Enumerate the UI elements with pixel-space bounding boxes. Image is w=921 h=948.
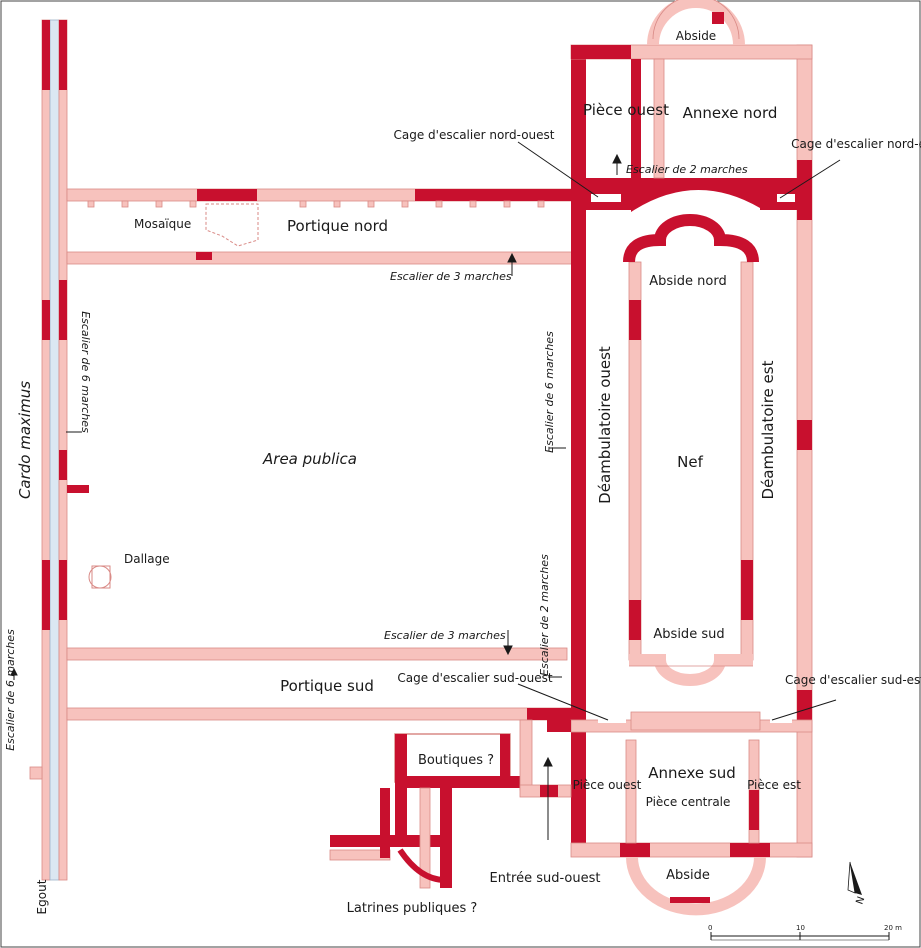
label-piece-ouest-sud: Pièce ouest [573,778,642,792]
label-nef: Nef [677,453,703,471]
apses [626,0,766,916]
label-escalier-3-top: Escalier de 3 marches [390,270,512,283]
label-portique-sud: Portique sud [280,677,374,695]
plan-labels: Abside Pièce ouest Annexe nord Cage d'es… [4,29,921,916]
label-piece-est: Pièce est [747,778,801,792]
label-mosaique: Mosaïque [134,217,191,231]
portique-sud-walls [66,647,573,721]
south-west-annexes [329,719,572,889]
label-escalier-6-mid: Escalier de 6 marches [543,331,556,453]
scale-tick-10: 10 [796,924,805,932]
label-cage-nord-ouest: Cage d'escalier nord-ouest [394,128,555,142]
leader-lines [10,141,841,840]
label-cage-sud-ouest: Cage d'escalier sud-ouest [397,671,552,685]
label-north: N [854,895,867,906]
north-arrow-icon [847,861,862,895]
label-escalier-3-bottom: Escalier de 3 marches [384,629,506,642]
label-annexe-sud: Annexe sud [648,764,736,782]
label-abside-top: Abside [676,29,716,43]
label-entree: Entrée sud-ouest [490,871,601,886]
label-escalier-6-far: Escalier de 6 marches [4,629,17,751]
label-egout: Egout [35,879,49,914]
label-abside-nord: Abside nord [649,274,726,289]
dallage-marking [88,565,112,589]
label-deambulatoire-est: Déambulatoire est [759,360,777,499]
nef-walls [623,214,759,686]
mosaic-outline [205,203,259,247]
label-dallage: Dallage [124,552,170,566]
label-latrines: Latrines publiques ? [347,901,478,916]
scale-bar: 0 10 20 m [708,924,902,941]
label-cage-nord-est: Cage d'escalier nord-est [791,137,921,151]
label-abside-sud: Abside sud [653,627,724,642]
basilica-walls [570,44,813,858]
label-cage-sud-est: Cage d'escalier sud-est [785,673,921,687]
label-portique-nord: Portique nord [287,217,388,235]
label-escalier-2-top: Escalier de 2 marches [626,163,748,176]
label-boutiques: Boutiques ? [418,753,494,768]
label-piece-ouest: Pièce ouest [583,101,669,119]
label-piece-centrale: Pièce centrale [646,795,731,809]
label-annexe-nord: Annexe nord [683,104,778,122]
label-area-publica: Area publica [262,450,357,468]
scale-tick-20: 20 m [884,924,902,932]
cardo-maximus-street [29,19,89,881]
label-cardo-maximus: Cardo maximus [16,381,34,499]
label-abside-bottom: Abside [666,868,710,883]
scale-tick-0: 0 [708,924,712,932]
label-escalier-2-side: Escalier de 2 marches [538,554,551,676]
label-escalier-6-left: Escalier de 6 marches [79,311,92,433]
label-deambulatoire-ouest: Déambulatoire ouest [596,346,614,504]
